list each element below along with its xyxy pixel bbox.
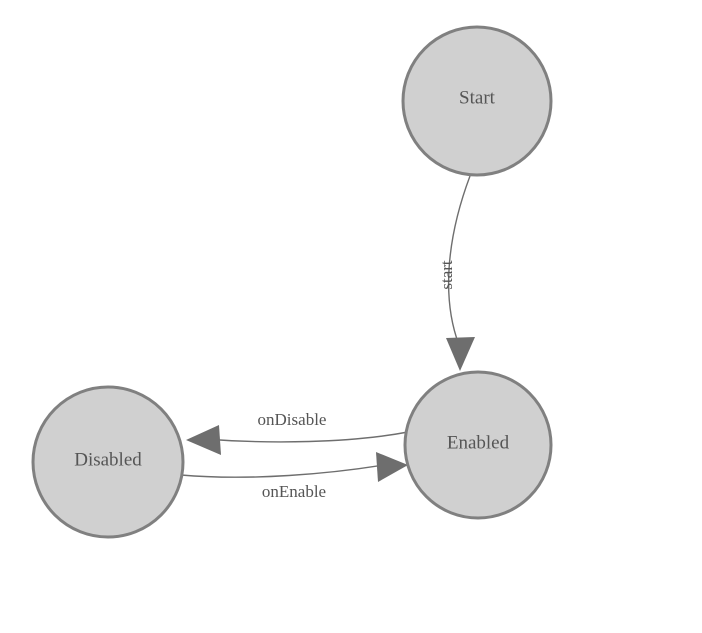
edge-start-to-enabled-arrowhead [446,337,475,371]
edge-label-onenable: onEnable [262,482,326,501]
edge-disabled-to-enabled[interactable]: onEnable [180,452,408,501]
node-enabled-circle [403,370,553,520]
node-enabled[interactable]: Enabled [403,370,553,520]
edge-label-start: start [437,260,456,290]
edge-label-ondisable: onDisable [258,410,327,429]
node-start-label: Start [459,87,496,108]
edge-enabled-to-disabled-arrowhead [186,425,221,455]
edge-start-to-enabled[interactable]: start [437,175,475,371]
node-disabled[interactable]: Disabled [31,385,185,539]
edge-start-to-enabled-path [447,175,471,346]
node-disabled-label: Disabled [74,449,142,470]
node-start[interactable]: Start [401,25,553,177]
node-start-circle [401,25,553,177]
edge-enabled-to-disabled[interactable]: onDisable [186,410,409,455]
edge-disabled-to-enabled-path [180,463,391,478]
node-enabled-label: Enabled [447,432,510,453]
edge-disabled-to-enabled-arrowhead [376,452,408,482]
edge-enabled-to-disabled-path [203,431,409,443]
node-disabled-circle [31,385,185,539]
